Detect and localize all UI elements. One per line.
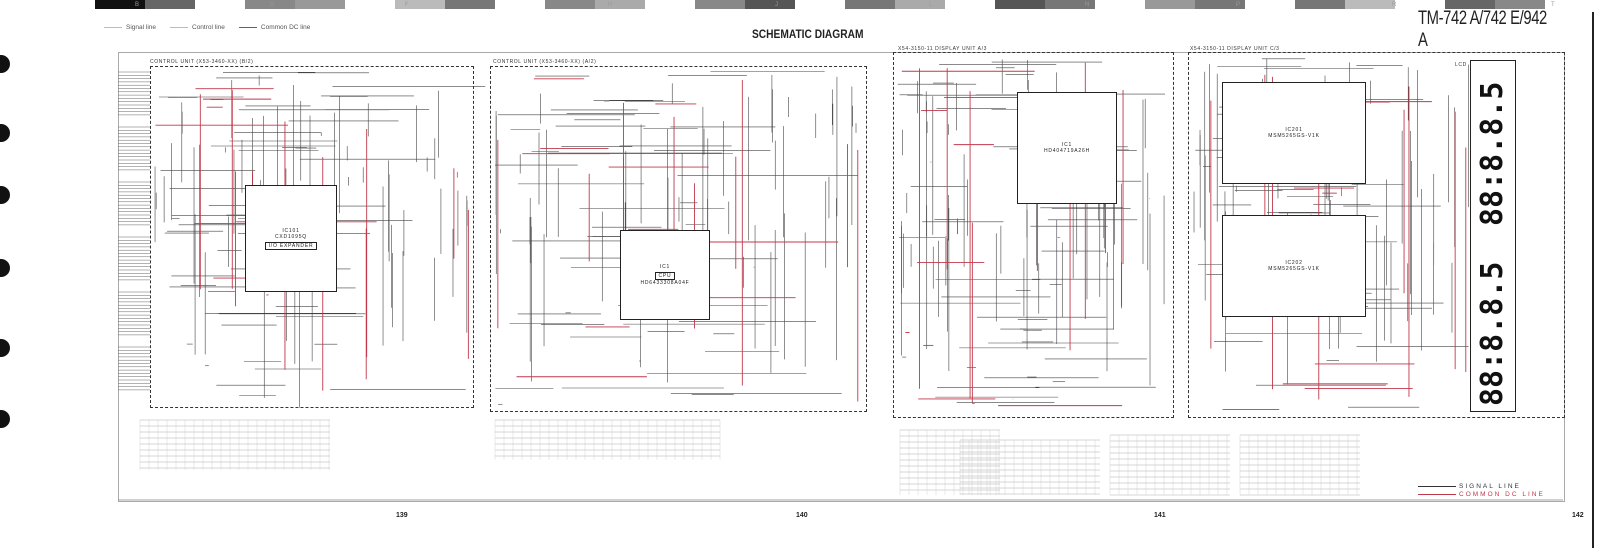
ic-ref: IC1 <box>1061 142 1073 148</box>
calibration-block <box>795 0 845 9</box>
calibration-block <box>1345 0 1395 9</box>
column-letter: P <box>1236 2 1241 8</box>
calibration-block <box>1245 0 1295 9</box>
ic-part: CXD1095Q <box>275 233 307 240</box>
calibration-block <box>395 0 445 9</box>
page-number: 141 <box>1154 512 1166 519</box>
calibration-block <box>695 0 745 9</box>
ic1-display-controller: IC1 HD404719A26H <box>1017 92 1117 204</box>
ic-ref: IC201 <box>1285 127 1303 133</box>
calibration-block <box>245 0 295 9</box>
calibration-block <box>595 0 645 9</box>
page-title: SCHEMATIC DIAGRAM <box>752 27 864 41</box>
legend-signal: Signal line <box>104 24 156 31</box>
calibration-block <box>145 0 195 9</box>
column-letter: T <box>1551 2 1555 8</box>
calibration-block <box>1145 0 1195 9</box>
ic201-lcd-driver: IC201 MSM5265GS-V1K <box>1222 82 1366 184</box>
control-unit-a <box>490 66 867 412</box>
unit-label: X54-3150-11 DISPLAY UNIT C/3 <box>1190 46 1280 52</box>
calibration-block <box>1395 0 1445 9</box>
control-unit-b <box>150 66 474 408</box>
calibration-block <box>945 0 995 9</box>
column-letter: H <box>608 2 613 8</box>
ic-function: I/O EXPANDER <box>264 241 318 250</box>
column-letter: F <box>405 2 409 8</box>
ic-ref: IC202 <box>1285 260 1303 266</box>
calibration-block <box>845 0 895 9</box>
calibration-block <box>895 0 945 9</box>
page-edge <box>1592 12 1594 548</box>
calibration-block <box>295 0 345 9</box>
calibration-block <box>1095 0 1145 9</box>
calibration-block <box>445 0 495 9</box>
unit-label: X54-3150-11 DISPLAY UNIT A/3 <box>898 46 987 52</box>
legend-dc: Common DC line <box>238 24 310 31</box>
display-unit-c <box>1188 52 1565 418</box>
calibration-block <box>545 0 595 9</box>
page-number: 140 <box>796 512 808 519</box>
ic-part: MSM5265GS-V1K <box>1268 133 1320 139</box>
binding-hole <box>0 259 10 277</box>
ic-part: MSM5265GS-V1K <box>1268 266 1320 272</box>
calibration-block <box>1045 0 1095 9</box>
bottom-legend-signal: SIGNAL LINE <box>1418 483 1521 490</box>
calibration-block <box>745 0 795 9</box>
color-calibration-strip <box>95 0 1595 9</box>
page-number: 142 <box>1572 512 1584 519</box>
ic1-cpu: IC1 CPU HD6433308A04F <box>620 230 710 320</box>
calibration-block <box>495 0 545 9</box>
calibration-block <box>1445 0 1495 9</box>
ic202-lcd-driver: IC202 MSM5265GS-V1K <box>1222 215 1366 317</box>
column-letter: L <box>929 2 933 8</box>
calibration-block <box>1495 0 1545 9</box>
lcd-digits-bottom: 88:8.8.5 <box>1475 261 1510 407</box>
unit-label: CONTROL UNIT (X53-3460-XX) (A/2) <box>493 59 597 65</box>
ic101-io-expander: IC101 CXD1095Q I/O EXPANDER <box>245 185 337 292</box>
calibration-block <box>195 0 245 9</box>
column-letter: N <box>1085 2 1090 8</box>
binding-hole <box>0 124 10 142</box>
lcd-panel: 88:8.8.5 88:8.8.5 <box>1470 60 1516 412</box>
column-letter: D <box>270 2 275 8</box>
binding-hole <box>0 410 10 428</box>
calibration-block <box>645 0 695 9</box>
page-number: 139 <box>396 512 408 519</box>
ic-ref: IC101 <box>282 227 300 234</box>
legend-control: Control line <box>170 24 225 31</box>
unit-label: CONTROL UNIT (X53-3460-XX) (B/2) <box>150 59 254 65</box>
binding-hole <box>0 55 10 73</box>
lcd-label: LCD <box>1455 62 1467 68</box>
display-unit-a <box>893 52 1174 418</box>
ic-part: HD404719A26H <box>1043 148 1090 154</box>
column-letter: B <box>135 2 140 8</box>
lcd-digits-top: 88:8.8.5 <box>1475 81 1510 227</box>
ic-function: CPU <box>654 272 676 280</box>
line-legend: Signal line Control line Common DC line <box>104 24 310 31</box>
column-letter: J <box>775 2 778 8</box>
bottom-legend-dc: COMMON DC LINE <box>1418 491 1545 498</box>
ic-part: HD6433308A04F <box>640 280 690 286</box>
calibration-block <box>345 0 395 9</box>
calibration-block <box>995 0 1045 9</box>
calibration-block <box>1195 0 1245 9</box>
binding-hole <box>0 339 10 357</box>
ic-ref: IC1 <box>659 264 671 270</box>
model-number: TM-742 A/742 E/942 A <box>1418 8 1547 51</box>
calibration-block <box>1295 0 1345 9</box>
binding-hole <box>0 186 10 204</box>
calibration-block <box>1545 0 1595 9</box>
column-letter: R <box>1392 2 1397 8</box>
calibration-block <box>95 0 145 9</box>
